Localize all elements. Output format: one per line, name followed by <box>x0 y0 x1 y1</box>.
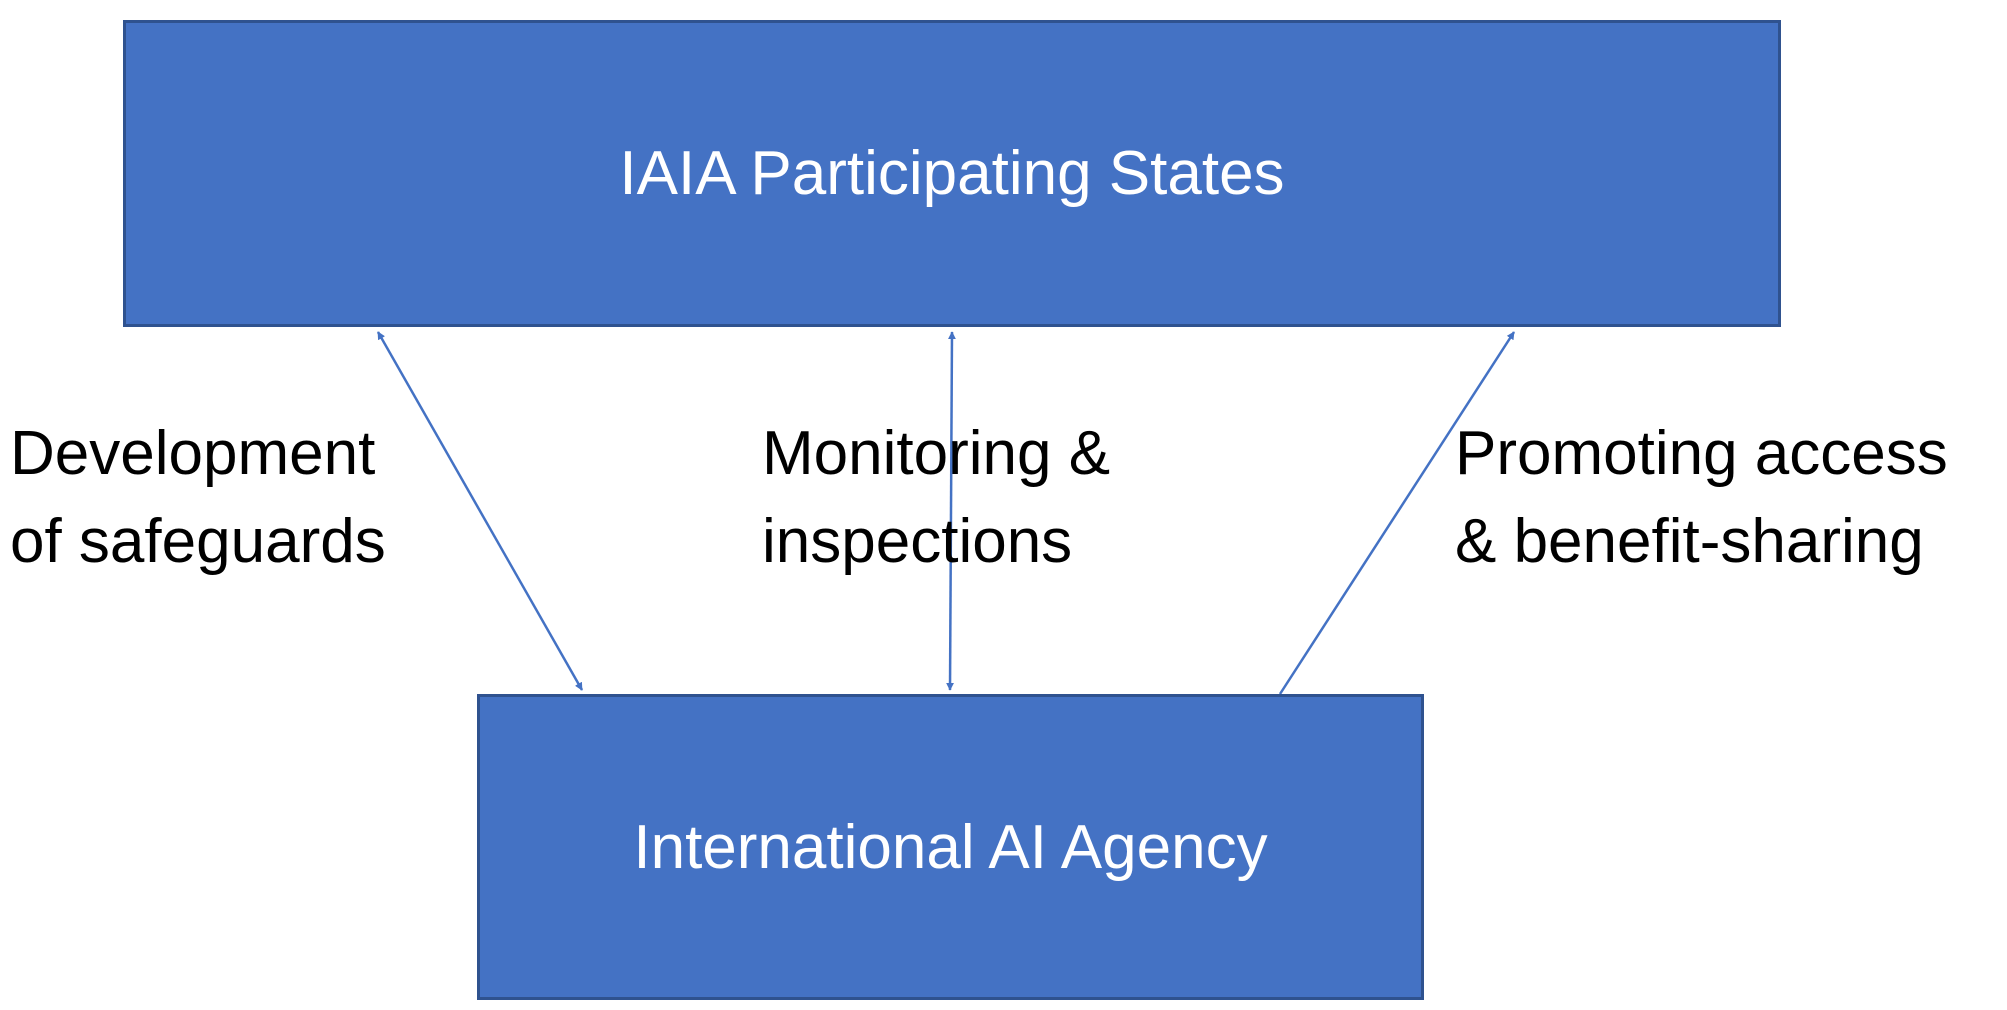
participating-states-label: IAIA Participating States <box>619 139 1285 208</box>
participating-states-box: IAIA Participating States <box>123 20 1781 327</box>
edge-label-promoting-access: Promoting access & benefit-sharing <box>1455 410 1948 586</box>
edge-label-development-of-safeguards: Development of safeguards <box>10 410 386 586</box>
arrow-development-of-safeguards <box>376 331 584 691</box>
international-ai-agency-label: International AI Agency <box>633 812 1268 882</box>
edge-label-line: Monitoring & <box>762 419 1111 488</box>
edge-label-line: Promoting access <box>1455 419 1948 488</box>
edge-label-monitoring-inspections: Monitoring & inspections <box>762 410 1110 586</box>
edge-label-line: inspections <box>762 507 1073 576</box>
edge-label-line: Development <box>10 419 376 488</box>
edge-label-line: & benefit-sharing <box>1455 507 1924 576</box>
edge-label-line: of safeguards <box>10 507 386 576</box>
international-ai-agency-box: International AI Agency <box>477 694 1424 1000</box>
